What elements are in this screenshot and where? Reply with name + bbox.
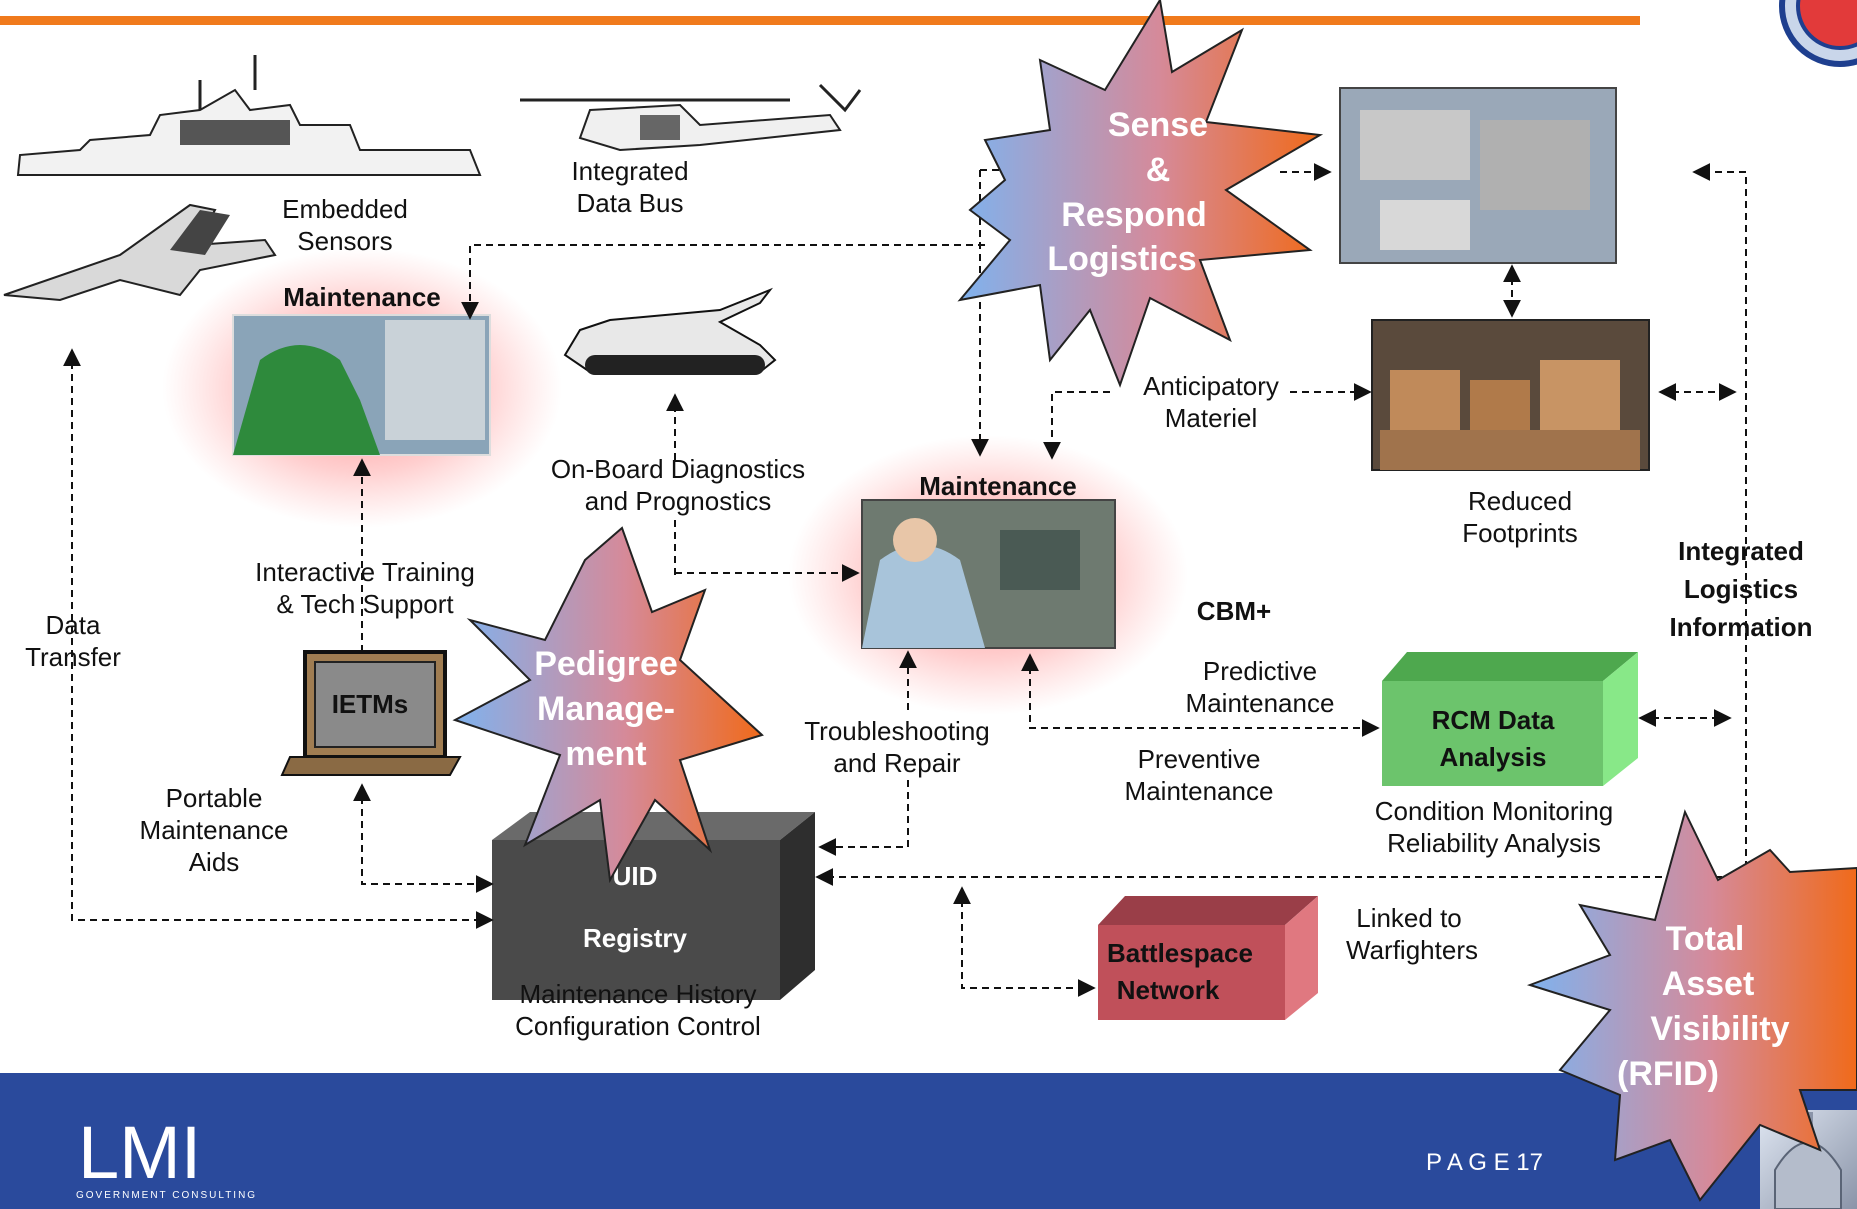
- header-accent-line: [0, 16, 1640, 25]
- battlespace-network-box: Battlespace Network: [1098, 896, 1318, 1020]
- connectors: [63, 163, 1747, 997]
- embedded-sensors-line-2: Sensors: [297, 226, 392, 256]
- rcm-data-analysis-box: RCM Data Analysis: [1382, 652, 1638, 786]
- star-sense-line-3: Respond: [1061, 196, 1206, 234]
- rcm-line-2: Analysis: [1440, 742, 1547, 772]
- cbm-label: CBM+: [1197, 596, 1271, 626]
- star-sense-line-4: Logistics: [1047, 240, 1196, 278]
- uid-label: UID: [613, 861, 658, 891]
- predictive-line-1: Predictive: [1203, 656, 1317, 686]
- battlespace-line-1: Battlespace: [1107, 938, 1253, 968]
- integrated-logistics-line-1: Integrated: [1678, 536, 1804, 566]
- star-sense-line-2: &: [1146, 151, 1171, 189]
- data-transfer-line-1: Data: [46, 610, 101, 640]
- preventive-line-1: Preventive: [1138, 744, 1261, 774]
- troubleshooting-line-1: Troubleshooting: [804, 716, 990, 746]
- page-number: P A G E 17: [1426, 1149, 1543, 1176]
- onboard-diag-line-2: and Prognostics: [585, 486, 771, 516]
- maintenance-history-line-2: Configuration Control: [515, 1011, 761, 1041]
- interactive-training-line-2: & Tech Support: [276, 589, 454, 619]
- star-pedigree-line-2: Manage-: [537, 690, 675, 728]
- warehouse-photo: [1371, 319, 1650, 471]
- helicopter-image: [520, 83, 862, 152]
- star-pedigree-line-1: Pedigree: [534, 645, 678, 683]
- depot-aerial-photo: [1339, 87, 1617, 264]
- star-sense-line-1: Sense: [1108, 106, 1208, 144]
- fighter-jet-image: [3, 203, 277, 302]
- footer-bar: [0, 1073, 1857, 1209]
- condition-monitoring-line-1: Condition Monitoring: [1375, 796, 1613, 826]
- integrated-logistics-line-2: Logistics: [1684, 574, 1798, 604]
- reduced-footprints-line-1: Reduced: [1468, 486, 1572, 516]
- star-total-line-3: Visibility: [1650, 1010, 1789, 1048]
- interactive-training-line-1: Interactive Training: [255, 557, 475, 587]
- star-total-line-4: (RFID): [1617, 1055, 1719, 1093]
- preventive-line-2: Maintenance: [1125, 776, 1274, 806]
- troubleshooting-line-2: and Repair: [833, 748, 961, 778]
- condition-monitoring-line-2: Reliability Analysis: [1387, 828, 1601, 858]
- star-total-asset: Total Asset Visibility (RFID): [1526, 809, 1857, 1202]
- maintenance-photo-top: [232, 314, 491, 456]
- integrated-logistics-line-3: Information: [1670, 612, 1813, 642]
- registry-label: Registry: [583, 923, 688, 953]
- linked-line-1: Linked to: [1356, 903, 1462, 933]
- data-bus-line-1: Integrated: [571, 156, 688, 186]
- ietms-label: IETMs: [332, 689, 409, 719]
- lmi-logo: LMI: [78, 1111, 201, 1194]
- star-total-line-1: Total: [1666, 920, 1745, 958]
- data-transfer-line-2: Transfer: [25, 642, 121, 672]
- portable-aids-line-2: Maintenance: [140, 815, 289, 845]
- maintenance-center-label: Maintenance: [919, 471, 1077, 501]
- data-bus-line-2: Data Bus: [577, 188, 684, 218]
- anticipatory-line-1: Anticipatory: [1143, 371, 1279, 401]
- portable-aids-line-1: Portable: [166, 783, 263, 813]
- star-total-line-2: Asset: [1662, 965, 1755, 1003]
- ietms-laptop: IETMs: [280, 650, 462, 776]
- reduced-footprints-line-2: Footprints: [1462, 518, 1578, 548]
- star-pedigree-line-3: ment: [565, 735, 646, 773]
- ship-image: [16, 55, 482, 176]
- linked-line-2: Warfighters: [1346, 935, 1478, 965]
- seal-logo: [1779, 0, 1857, 67]
- embedded-sensors-line-1: Embedded: [282, 194, 408, 224]
- lmi-logo-sub: GOVERNMENT CONSULTING: [76, 1190, 257, 1201]
- predictive-line-2: Maintenance: [1186, 688, 1335, 718]
- maintenance-history-line-1: Maintenance History: [520, 979, 757, 1009]
- maintenance-photo-center: [861, 499, 1116, 649]
- maintenance-top-label: Maintenance: [283, 282, 441, 312]
- battlespace-line-2: Network: [1117, 975, 1220, 1005]
- star-pedigree: Pedigree Manage- ment: [452, 526, 764, 884]
- onboard-diag-line-1: On-Board Diagnostics: [551, 454, 805, 484]
- anticipatory-line-2: Materiel: [1165, 403, 1257, 433]
- uid-registry-box: UID Registry: [492, 812, 815, 1000]
- portable-aids-line-3: Aids: [189, 847, 240, 877]
- rcm-line-1: RCM Data: [1432, 705, 1555, 735]
- tank-image: [563, 287, 777, 375]
- star-sense-respond: Sense & Respond Logistics: [957, 0, 1324, 388]
